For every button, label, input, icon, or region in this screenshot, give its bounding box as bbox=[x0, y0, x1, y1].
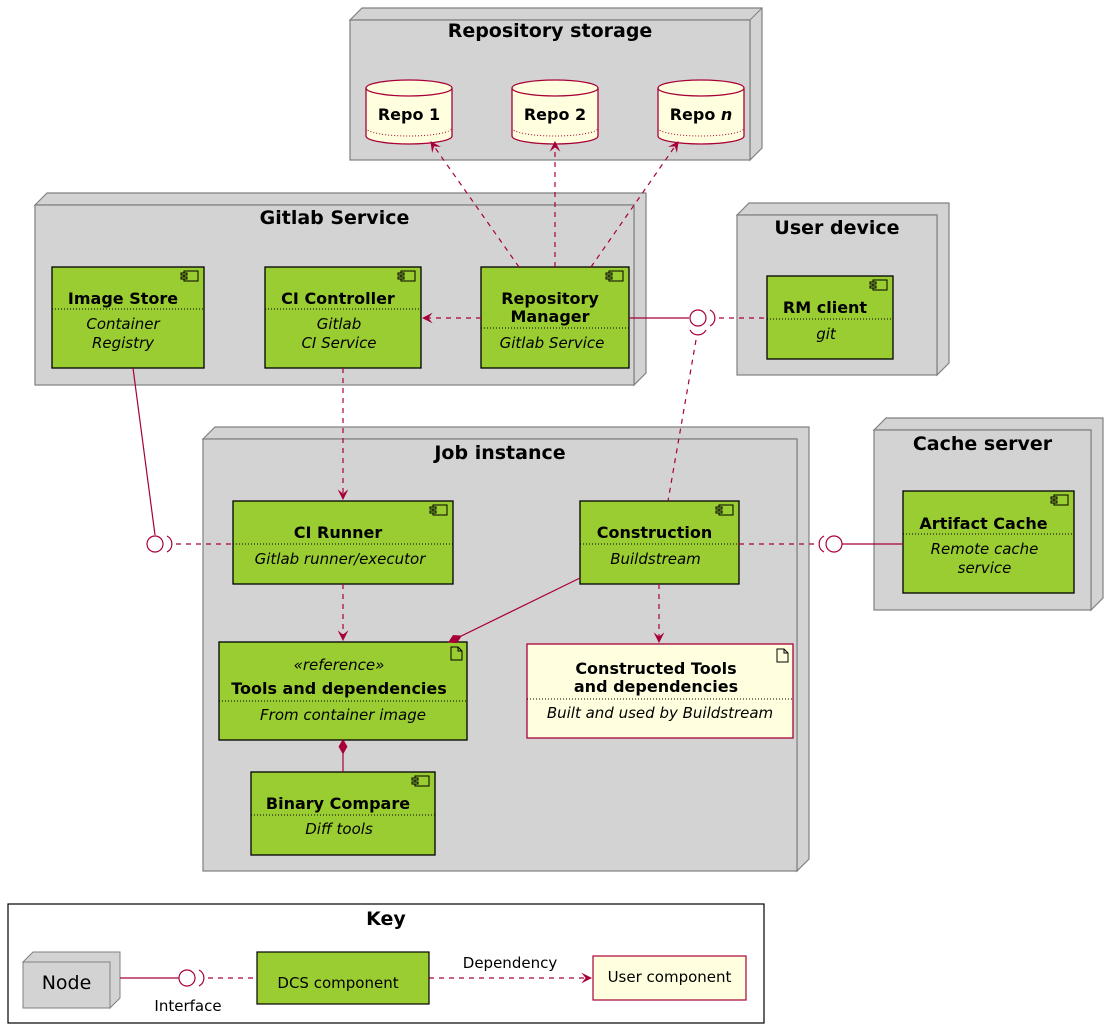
repo-1-database bbox=[365, 79, 453, 145]
tools-dependencies-artifact bbox=[218, 641, 468, 741]
repository-manager-name1: Repository bbox=[501, 289, 599, 308]
ci-controller-name: CI Controller bbox=[281, 289, 395, 308]
artifact-cache-sub2: service bbox=[957, 559, 1012, 577]
key-user-component-label: User component bbox=[607, 968, 732, 986]
artifact-cache-component bbox=[902, 490, 1075, 594]
repo-n-prefix: Repo bbox=[669, 105, 721, 124]
key-user-component-shape bbox=[592, 955, 747, 1001]
image-store-interface-circle bbox=[146, 535, 164, 553]
repo-manager-interface-socket-right bbox=[709, 309, 716, 327]
image-store-component bbox=[51, 266, 205, 369]
artifact-cache-name: Artifact Cache bbox=[919, 514, 1048, 533]
artifact-icon bbox=[776, 648, 789, 663]
image-store-name: Image Store bbox=[67, 289, 179, 308]
repo-n-variable: n bbox=[720, 105, 733, 124]
artifact-icon bbox=[450, 646, 463, 661]
repo-1-label: Repo 1 bbox=[377, 105, 441, 124]
binary-compare-name: Binary Compare bbox=[265, 794, 411, 813]
key-dcs-component-shape bbox=[256, 951, 430, 1005]
tools-stereotype: «reference» bbox=[293, 656, 385, 674]
constructed-tools-artifact bbox=[526, 643, 794, 739]
image-store-interface-line bbox=[132, 367, 156, 536]
constructed-tools-name1: Constructed Tools bbox=[575, 659, 737, 678]
rm-client-component bbox=[766, 275, 894, 360]
ci-controller-component bbox=[264, 266, 422, 369]
repo-n-database bbox=[657, 79, 745, 145]
key-interface-label: Interface bbox=[154, 997, 222, 1015]
constructed-tools-name2: and dependencies bbox=[573, 677, 739, 696]
repo-2-label: Repo 2 bbox=[523, 105, 587, 124]
repo-2-database bbox=[511, 79, 599, 145]
job-instance-title: Job instance bbox=[434, 442, 566, 464]
connections bbox=[132, 140, 903, 772]
construction-name: Construction bbox=[596, 523, 713, 542]
key-connections bbox=[120, 969, 593, 987]
component-icon bbox=[429, 504, 448, 516]
image-store-sub2: Registry bbox=[91, 334, 155, 352]
rm-client-name: RM client bbox=[782, 298, 868, 317]
repo-n-label: Repo n bbox=[658, 105, 744, 124]
key-dcs-component-label: DCS component bbox=[277, 974, 399, 992]
ci-runner-name: CI Runner bbox=[293, 523, 383, 542]
constructed-tools-sub: Built and used by Buildstream bbox=[546, 704, 774, 722]
artifact-cache-interface-circle bbox=[825, 535, 843, 553]
key-node-label: Node bbox=[41, 972, 92, 994]
repository-manager-component bbox=[480, 266, 630, 369]
ci-runner-component bbox=[232, 500, 454, 585]
tools-name: Tools and dependencies bbox=[231, 679, 447, 698]
ci-controller-sub2: CI Service bbox=[301, 334, 377, 352]
repo-manager-interface-socket-bottom bbox=[689, 329, 707, 336]
construction-component bbox=[579, 500, 740, 585]
key-title: Key bbox=[366, 908, 406, 930]
component-icon bbox=[715, 504, 734, 516]
tools-sub: From container image bbox=[260, 706, 426, 724]
user-device-title: User device bbox=[774, 217, 900, 239]
rm-client-sub: git bbox=[816, 325, 836, 343]
repository-storage-title: Repository storage bbox=[447, 20, 653, 42]
repository-manager-sub: Gitlab Service bbox=[499, 334, 605, 352]
cache-server-title: Cache server bbox=[912, 433, 1053, 455]
component-icon bbox=[1050, 494, 1069, 506]
binary-compare-sub: Diff tools bbox=[305, 820, 373, 838]
component-icon bbox=[869, 279, 888, 291]
artifact-cache-interface-socket bbox=[818, 535, 825, 553]
repository-manager-name2: Manager bbox=[510, 307, 590, 326]
gitlab-service-title: Gitlab Service bbox=[259, 207, 410, 229]
image-store-interface-socket bbox=[166, 535, 173, 553]
component-icon bbox=[411, 775, 430, 787]
component-icon bbox=[605, 270, 624, 282]
key-node-shape bbox=[21, 951, 121, 1010]
ci-runner-sub: Gitlab runner/executor bbox=[254, 550, 426, 568]
construction-requires-repo bbox=[667, 339, 697, 502]
component-icon bbox=[180, 270, 199, 282]
construction-sub: Buildstream bbox=[610, 550, 701, 568]
binary-compare-component bbox=[250, 771, 436, 856]
component-icon bbox=[397, 270, 416, 282]
image-store-sub1: Container bbox=[86, 315, 160, 333]
artifact-cache-sub1: Remote cache bbox=[930, 540, 1039, 558]
key-dependency-label: Dependency bbox=[462, 954, 558, 972]
repo-manager-interface-circle bbox=[689, 309, 707, 327]
composition-construction-tools bbox=[447, 577, 581, 644]
ci-controller-sub1: Gitlab bbox=[316, 315, 362, 333]
